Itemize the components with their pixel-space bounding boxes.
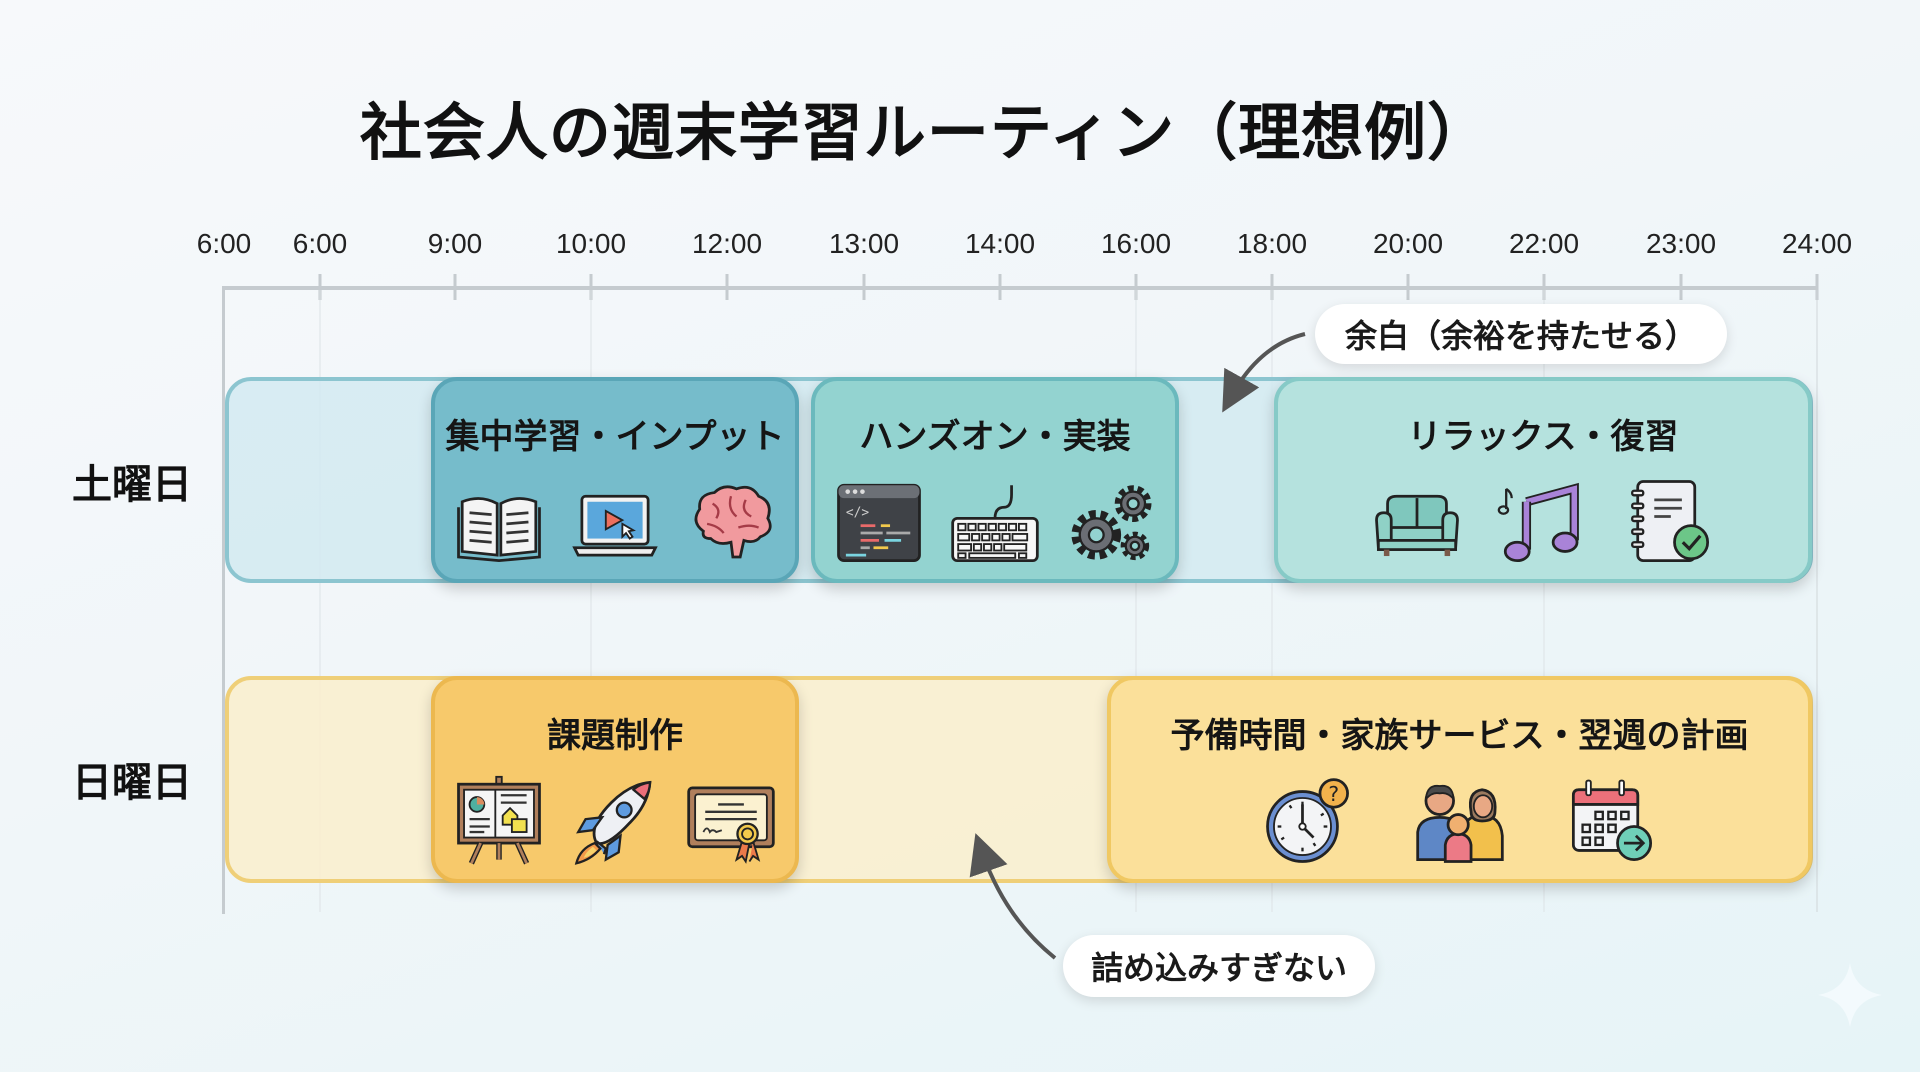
rocket-icon (574, 780, 652, 865)
time-tick (725, 274, 729, 300)
block-title: 課題制作 (547, 716, 683, 756)
time-tick (453, 274, 457, 300)
time-gridline (1543, 290, 1545, 912)
svg-text:</>: </> (846, 505, 870, 520)
time-label: 6:00 (292, 228, 348, 259)
time-label: 22:00 (1508, 228, 1580, 259)
svg-text:?: ? (1328, 782, 1339, 806)
callout-no-overpacking: 詰め込みすぎない (1063, 935, 1375, 997)
time-label: 9:00 (427, 228, 483, 259)
notebook-check-icon (1631, 480, 1710, 563)
block-relax-review: リラックス・復習 (1274, 377, 1812, 583)
day-axis-line (222, 286, 225, 914)
certificate-icon (687, 786, 775, 864)
block-title: ハンズオン・実装 (859, 417, 1131, 457)
presentation-easel-icon (457, 775, 541, 865)
time-tick (862, 274, 866, 300)
block-hands-on: ハンズオン・実装 </> (811, 377, 1179, 583)
brain-icon (694, 485, 772, 559)
sparkle-icon (1818, 963, 1882, 1027)
time-tick (1270, 274, 1274, 300)
time-tick (1406, 274, 1410, 300)
time-gridline (1271, 290, 1273, 912)
block-spare-family-planning: 予備時間・家族サービス・翌週の計画 ? (1107, 676, 1812, 883)
time-label: 24:00 (1781, 228, 1853, 259)
time-gridline (319, 290, 321, 912)
block-title: 予備時間・家族サービス・翌週の計画 (1170, 716, 1749, 756)
keyboard-icon (951, 485, 1039, 563)
time-label: 16:00 (1100, 228, 1172, 259)
time-gridline (1135, 290, 1137, 912)
time-tick (998, 274, 1002, 300)
sofa-icon (1375, 494, 1459, 557)
time-tick (1679, 274, 1683, 300)
time-tick (318, 274, 322, 300)
family-icon (1415, 784, 1504, 863)
page-title: 社会人の週末学習ルーティン（理想例） (359, 96, 1491, 169)
time-gridline (590, 290, 592, 912)
code-window-icon: </> (837, 483, 921, 563)
clock-question-icon: ? (1265, 778, 1349, 863)
callout-margin: 余白（余裕を持たせる） (1315, 304, 1727, 364)
time-label: 12:00 (691, 228, 763, 259)
time-tick (1134, 274, 1138, 300)
time-axis-line (224, 286, 1818, 290)
block-title: 集中学習・インプット (445, 417, 785, 457)
time-label: 13:00 (828, 228, 900, 259)
block-title: リラックス・復習 (1407, 417, 1679, 457)
time-label: 14:00 (964, 228, 1036, 259)
laptop-video-icon (572, 494, 658, 557)
time-tick (1815, 274, 1819, 300)
time-label: 23:00 (1645, 228, 1717, 259)
gears-icon (1071, 485, 1152, 561)
open-book-icon (457, 497, 541, 563)
block-project-work: 課題制作 (431, 676, 799, 883)
music-note-icon (1497, 482, 1579, 563)
day-label-sunday: 日曜日 (72, 760, 192, 806)
time-label: 6:00 (196, 228, 252, 259)
time-label: 20:00 (1372, 228, 1444, 259)
calendar-arrow-icon (1571, 779, 1652, 862)
time-tick (1542, 274, 1546, 300)
time-gridline (1816, 290, 1818, 912)
time-label: 18:00 (1236, 228, 1308, 259)
time-tick (589, 274, 593, 300)
day-label-saturday: 土曜日 (72, 462, 192, 508)
time-label: 10:00 (555, 228, 627, 259)
block-focus-input: 集中学習・インプット (431, 377, 799, 583)
